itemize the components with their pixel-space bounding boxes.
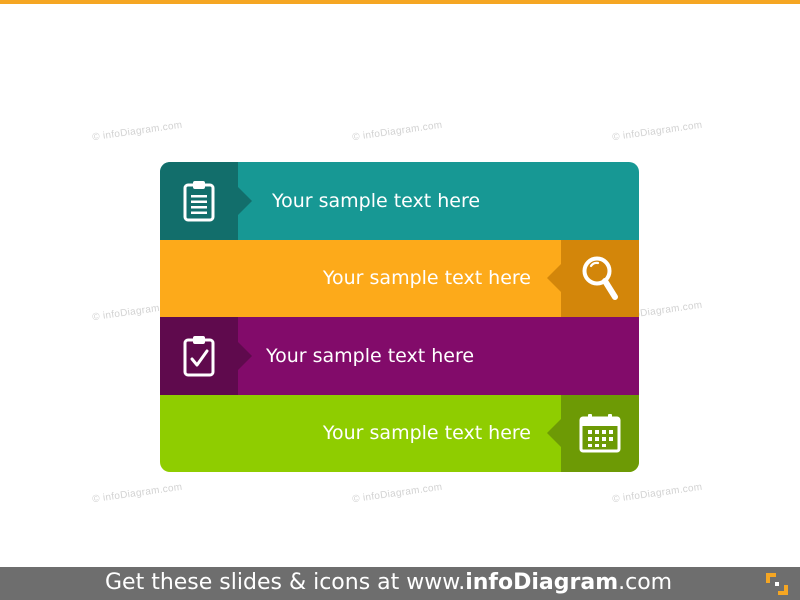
footer-text: Get these slides & icons at www.infoDiag… xyxy=(105,570,672,595)
watermark: © infoDiagram.com xyxy=(611,481,704,506)
top-accent-rule xyxy=(0,0,800,4)
arrow-notch xyxy=(238,186,252,215)
list-item: Your sample text here xyxy=(160,394,639,472)
row-label: Your sample text here xyxy=(266,344,475,367)
row-label: Your sample text here xyxy=(272,189,481,212)
infodiagram-logo-icon xyxy=(766,573,788,595)
icon-block xyxy=(160,162,238,240)
icon-block xyxy=(561,394,639,472)
watermark: © infoDiagram.com xyxy=(91,119,184,144)
footer-brand[interactable]: infoDiagram xyxy=(465,570,619,595)
footer-prefix: Get these slides & icons at www. xyxy=(105,570,466,595)
magnifier-icon xyxy=(582,256,618,301)
promo-footer: Get these slides & icons at www.infoDiag… xyxy=(0,567,800,600)
arrow-notch xyxy=(238,341,252,370)
watermark: © infoDiagram.com xyxy=(351,481,444,506)
icon-block xyxy=(160,317,238,395)
watermark: © infoDiagram.com xyxy=(611,119,704,144)
row-label: Your sample text here xyxy=(322,267,531,290)
watermark: © infoDiagram.com xyxy=(91,481,184,506)
clipboard-list-icon xyxy=(183,180,215,222)
clipboard-check-icon xyxy=(183,335,215,377)
list-item: Your sample text here xyxy=(160,162,639,240)
footer-suffix: .com xyxy=(618,570,673,595)
arrow-notch xyxy=(547,419,561,448)
list-item: Your sample text here xyxy=(160,317,639,395)
row-label: Your sample text here xyxy=(322,422,531,445)
calendar-icon xyxy=(579,414,621,453)
list-item: Your sample text here xyxy=(160,239,639,317)
arrow-notch xyxy=(547,264,561,293)
icon-block xyxy=(561,239,639,317)
watermark: © infoDiagram.com xyxy=(351,119,444,144)
four-row-list: Your sample text here Your sample text h… xyxy=(160,162,639,472)
